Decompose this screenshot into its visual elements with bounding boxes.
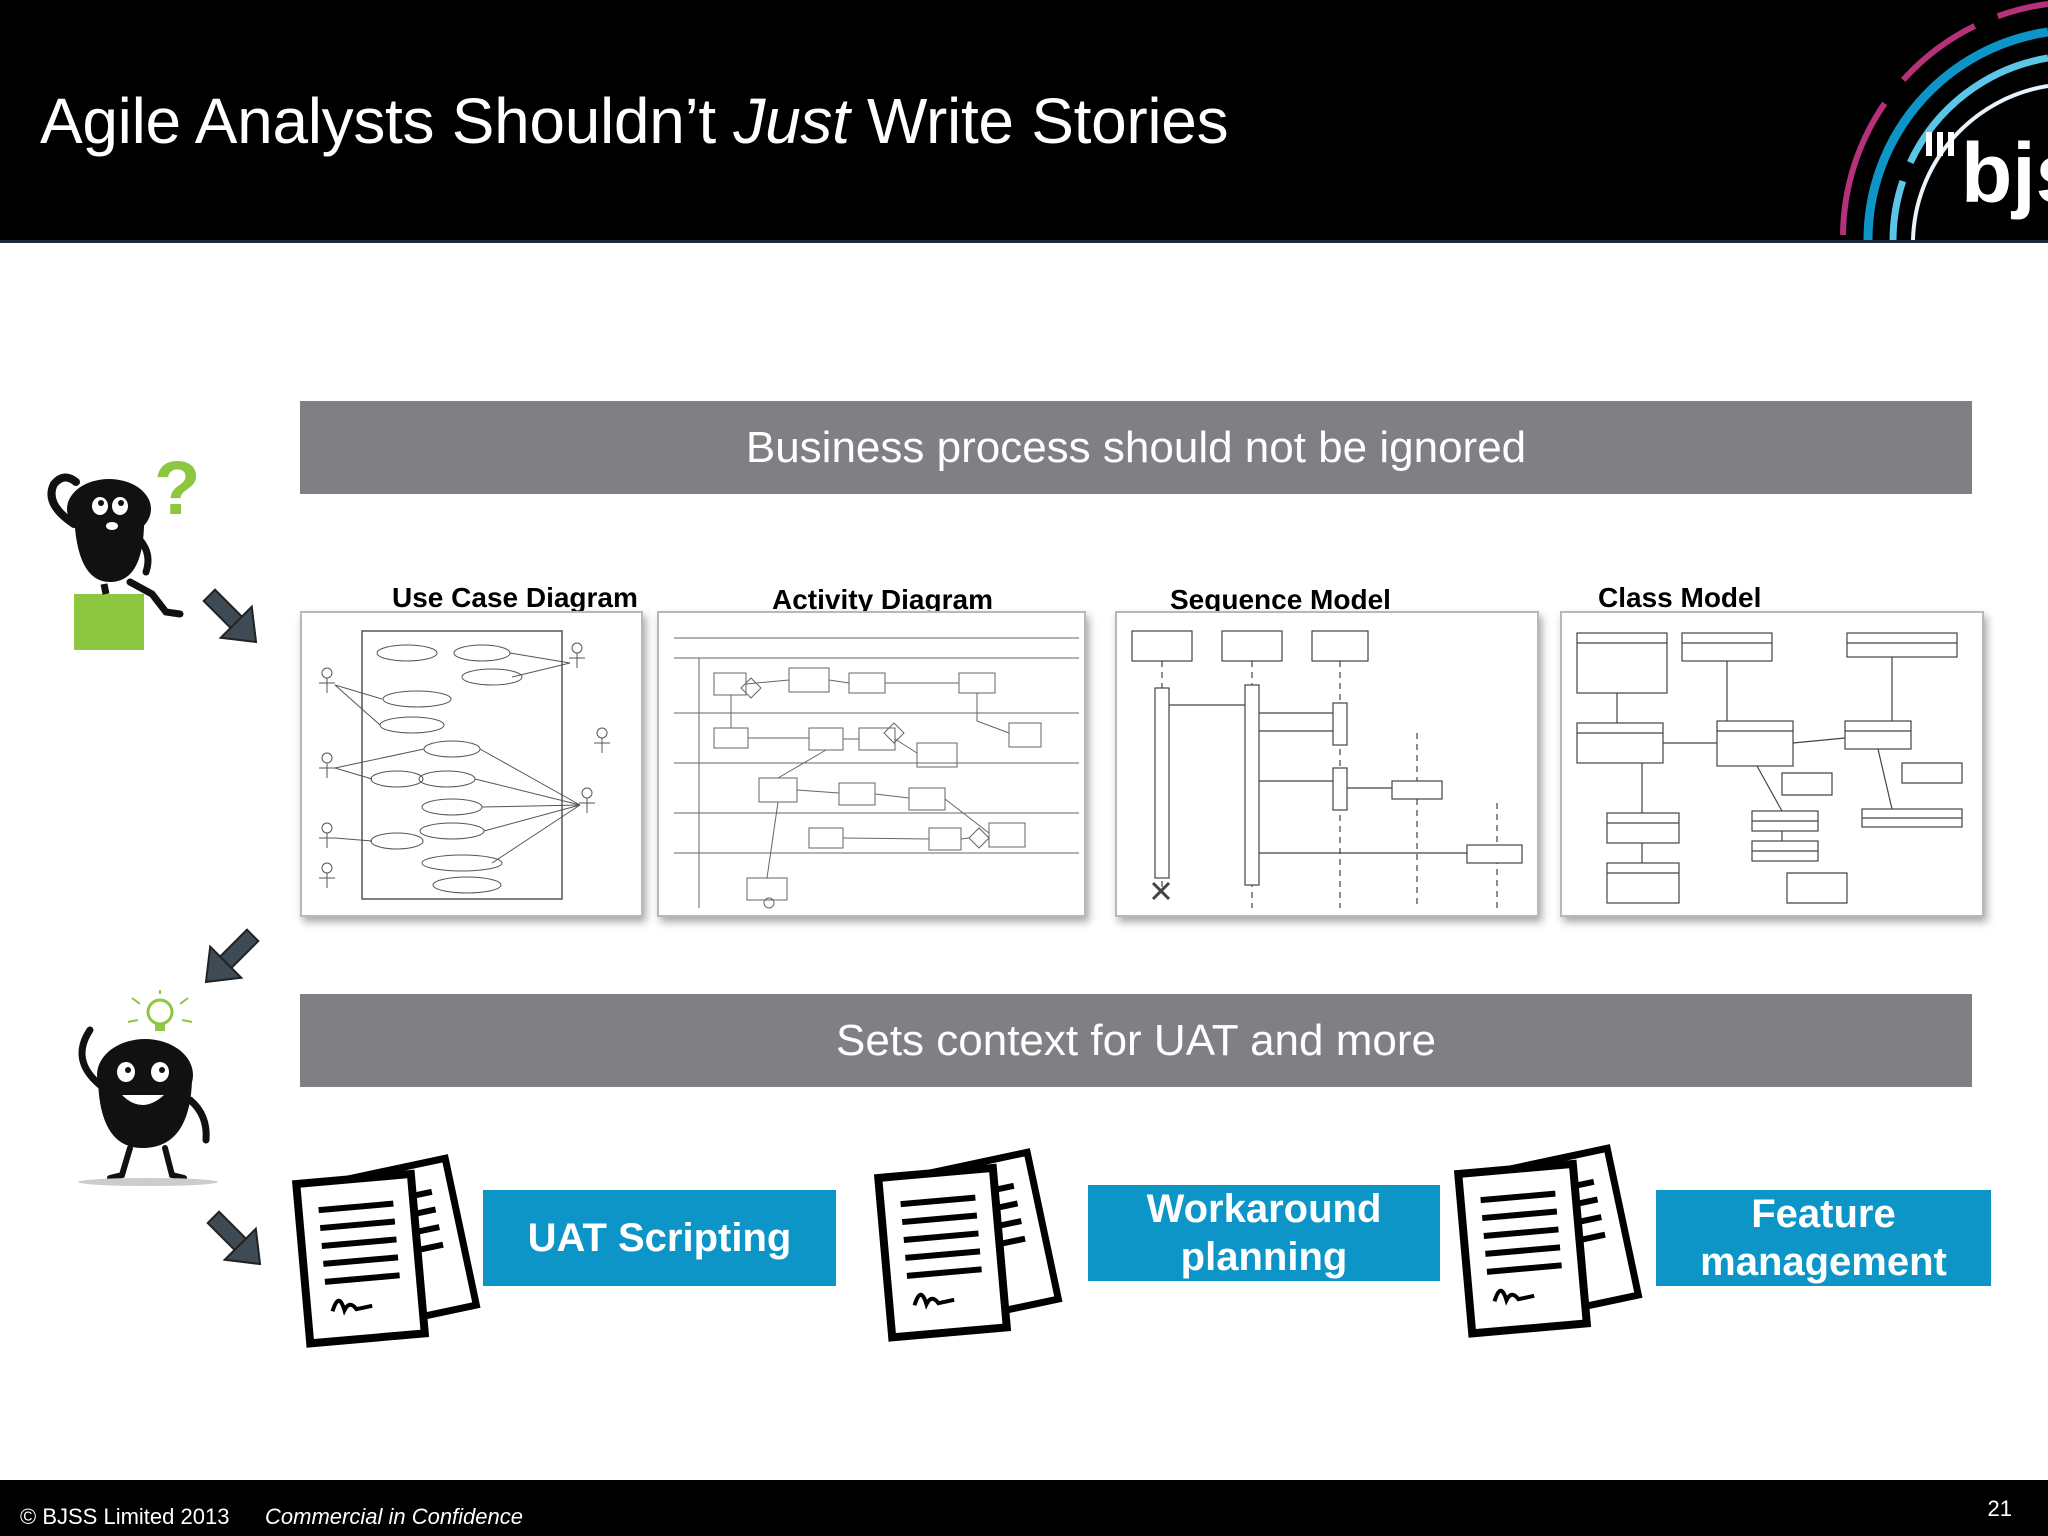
sequence-model-image (1115, 611, 1539, 917)
slide-footer: © BJSS Limited 2013 Commercial in Confid… (0, 1480, 2048, 1536)
thinking-figure-icon: ? (47, 446, 200, 650)
title-text-start: Agile Analysts Shouldn’t (40, 85, 734, 157)
activity-diagram-image (657, 611, 1086, 917)
title-text-end: Write Stories (849, 85, 1229, 157)
slide-title: Agile Analysts Shouldn’t Just Write Stor… (40, 84, 1229, 158)
arrow-down-right-icon (202, 588, 258, 644)
top-banner: Business process should not be ignored (300, 401, 1972, 494)
diagram-label-activity: Activity Diagram (772, 584, 993, 615)
outcome-workaround-planning: Workaround planning (1088, 1185, 1440, 1281)
arrow-down-right-icon (206, 1210, 262, 1266)
diagram-label-use-case: Use Case Diagram (392, 582, 638, 613)
diagram-label-class: Class Model (1598, 582, 1762, 613)
bjss-logo: bjss (1840, 1, 2048, 240)
arrow-down-left-icon (204, 928, 260, 984)
copyright-text: © BJSS Limited 2013 (20, 1504, 230, 1529)
document-stack-icon (873, 1148, 1063, 1342)
title-text-emphasis: Just (733, 85, 850, 157)
middle-banner: Sets context for UAT and more (300, 994, 1972, 1087)
idea-figure-icon (78, 990, 218, 1186)
document-stack-icon (291, 1154, 481, 1348)
document-stack-icon (1453, 1144, 1643, 1338)
outcome-uat-scripting: UAT Scripting (483, 1190, 836, 1286)
confidentiality-text: Commercial in Confidence (265, 1504, 523, 1529)
logo-text: bjss (1961, 126, 2048, 220)
outcome-feature-management: Feature management (1656, 1190, 1991, 1286)
use-case-diagram-image (300, 611, 643, 917)
diagram-label-sequence: Sequence Model (1170, 584, 1391, 615)
slide-header: Agile Analysts Shouldn’t Just Write Stor… (0, 0, 2048, 243)
class-model-image (1560, 611, 1984, 917)
page-number: 21 (1987, 1496, 2012, 1521)
svg-text:?: ? (154, 446, 200, 531)
